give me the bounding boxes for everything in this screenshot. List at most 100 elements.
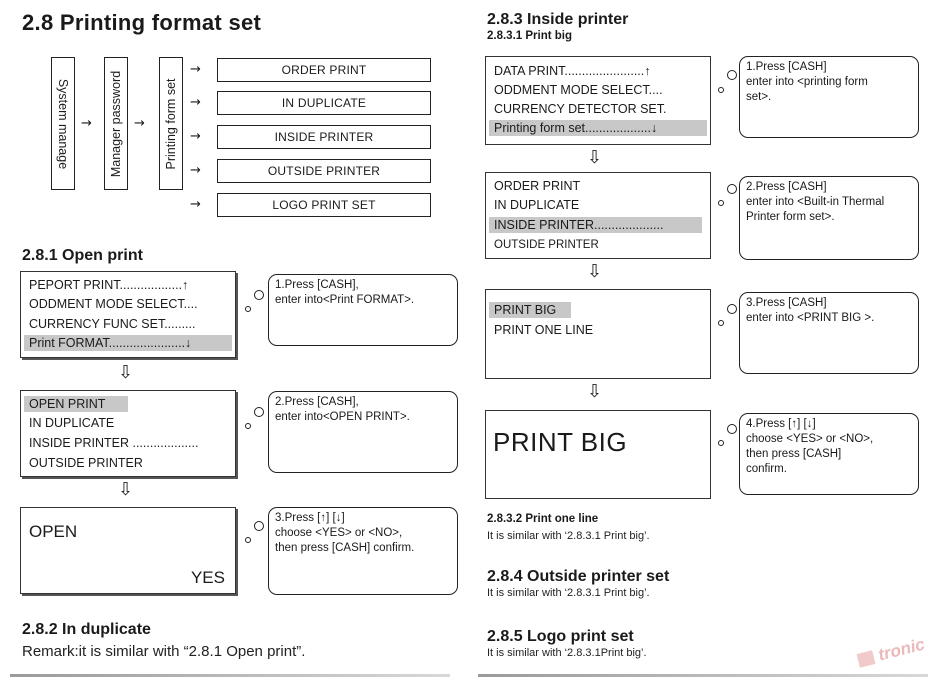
screen-line: IN DUPLICATE xyxy=(494,198,580,212)
lcd-screen-open-yes: OPEN YES xyxy=(20,507,236,594)
print-big-subheading: 2.8.3.1 Print big xyxy=(487,30,572,42)
screen-line: CURRENCY DETECTOR SET. xyxy=(494,102,667,116)
bubble-text: 2.Press [CASH] xyxy=(746,181,827,193)
bubble-text: choose <YES> or <NO>, xyxy=(746,433,874,445)
flow-arrow: → xyxy=(134,116,145,131)
bubble-text: enter into <PRINT BIG >. xyxy=(746,312,875,324)
bubble-tail-dot xyxy=(727,70,737,80)
inside-printer-heading: 2.8.3 Inside printer xyxy=(487,11,629,28)
screen-line-selected: Print FORMAT......................↓ xyxy=(24,335,232,351)
print-one-line-heading: 2.8.3.2 Print one line xyxy=(487,513,599,525)
screen-line: INSIDE PRINTER ................... xyxy=(29,436,199,450)
system-manage-label: System manage xyxy=(56,78,70,169)
screen-option-label: PRINT BIG xyxy=(493,427,628,457)
bubble-tail-dot xyxy=(254,407,264,417)
screen-line: OUTSIDE PRINTER xyxy=(494,239,599,251)
lcd-screen-open-print: OPEN PRINT IN DUPLICATE INSIDE PRINTER .… xyxy=(20,390,236,477)
screen-option-label: OPEN xyxy=(29,522,78,541)
footer-bar xyxy=(478,674,928,677)
bubble-text: Printer form set>. xyxy=(746,211,835,223)
logo-print-heading: 2.8.5 Logo print set xyxy=(487,628,634,645)
screen-line: DATA PRINT.......................↑ xyxy=(494,64,651,78)
bubble-text: 3.Press [CASH] xyxy=(746,297,827,309)
inside-printer-box: INSIDE PRINTER xyxy=(217,125,431,149)
instruction-bubble-3: 3.Press [CASH] enter into <PRINT BIG >. xyxy=(739,292,919,374)
flow-arrow: → xyxy=(190,129,201,144)
bubble-text: 4.Press [↑] [↓] xyxy=(746,418,816,430)
bubble-tail-dot xyxy=(254,521,264,531)
bubble-tail-dot xyxy=(245,423,251,429)
bubble-text: enter into<OPEN PRINT>. xyxy=(275,411,410,423)
print-one-line-text: It is similar with ‘2.8.3.1 Print big’. xyxy=(487,530,650,542)
in-duplicate-heading: 2.8.2 In duplicate xyxy=(22,621,151,638)
lcd-screen-report-menu: PEPORT PRINT..................↑ ODDMENT … xyxy=(20,271,236,358)
bubble-text: enter into <printing form xyxy=(746,76,868,88)
bubble-tail-dot xyxy=(727,304,737,314)
system-manage-box: System manage xyxy=(51,57,75,190)
lcd-screen-data-menu: DATA PRINT.......................↑ ODDME… xyxy=(485,56,711,145)
screen-line-selected: PRINT BIG xyxy=(489,302,571,318)
instruction-bubble-2: 2.Press [CASH] enter into <Built-in Ther… xyxy=(739,176,919,260)
down-arrow-icon: ⇩ xyxy=(118,362,134,383)
instruction-bubble-4: 4.Press [↑] [↓] choose <YES> or <NO>, th… xyxy=(739,413,919,495)
logo-print-text: It is similar with ‘2.8.3.1Print big’. xyxy=(487,647,647,659)
screen-line: OUTSIDE PRINTER xyxy=(29,456,143,470)
flow-arrow: → xyxy=(190,62,201,77)
bubble-text: enter into <Built-in Thermal xyxy=(746,196,885,208)
watermark-logo: tronic xyxy=(876,634,927,665)
bubble-text: 3.Press [↑] [↓] xyxy=(275,512,345,524)
bubble-tail-dot xyxy=(245,537,251,543)
manager-password-box: Manager password xyxy=(104,57,128,190)
down-arrow-icon: ⇩ xyxy=(587,381,603,402)
lcd-screen-printer-list: ORDER PRINT IN DUPLICATE INSIDE PRINTER.… xyxy=(485,172,711,259)
bubble-tail-dot xyxy=(718,87,724,93)
screen-line: IN DUPLICATE xyxy=(29,416,115,430)
logo-print-set-box: LOGO PRINT SET xyxy=(217,193,431,217)
down-arrow-icon: ⇩ xyxy=(587,147,603,168)
footer-bar xyxy=(10,674,450,677)
outside-printer-heading: 2.8.4 Outside printer set xyxy=(487,568,670,585)
bubble-text: confirm. xyxy=(746,463,787,475)
bubble-text: choose <YES> or <NO>, xyxy=(275,527,403,539)
bubble-text: set>. xyxy=(746,91,772,103)
watermark-icon xyxy=(856,650,876,668)
bubble-text: enter into<Print FORMAT>. xyxy=(275,294,415,306)
flow-arrow: → xyxy=(81,116,92,131)
in-duplicate-text: Remark:it is similar with “2.8.1 Open pr… xyxy=(22,643,306,660)
flow-arrow: → xyxy=(190,197,201,212)
bubble-tail-dot xyxy=(245,306,251,312)
order-print-box: ORDER PRINT xyxy=(217,58,431,82)
flow-arrow: → xyxy=(190,95,201,110)
screen-line: CURRENCY FUNC SET......... xyxy=(29,317,196,331)
screen-line-selected: Printing form set...................↓ xyxy=(489,120,707,136)
down-arrow-icon: ⇩ xyxy=(587,261,603,282)
lcd-screen-print-big: PRINT BIG xyxy=(485,410,711,499)
bubble-text: 1.Press [CASH] xyxy=(746,61,827,73)
bubble-tail-dot xyxy=(718,440,724,446)
bubble-tail-dot xyxy=(254,290,264,300)
bubble-text: then press [CASH] xyxy=(746,448,842,460)
instruction-bubble-1: 1.Press [CASH], enter into<Print FORMAT>… xyxy=(268,274,458,346)
screen-line: PRINT ONE LINE xyxy=(494,323,594,337)
bubble-text: 1.Press [CASH], xyxy=(275,279,359,291)
flow-arrow: → xyxy=(190,163,201,178)
screen-line: ODDMENT MODE SELECT.... xyxy=(29,297,198,311)
outside-printer-box: OUTSIDE PRINTER xyxy=(217,159,431,183)
down-arrow-icon: ⇩ xyxy=(118,479,134,500)
printing-form-set-box: Printing form set xyxy=(159,57,183,190)
bubble-text: 2.Press [CASH], xyxy=(275,396,359,408)
outside-printer-text: It is similar with ‘2.8.3.1 Print big’. xyxy=(487,587,650,599)
bubble-tail-dot xyxy=(718,320,724,326)
bubble-text: then press [CASH] confirm. xyxy=(275,542,415,554)
in-duplicate-box: IN DUPLICATE xyxy=(217,91,431,115)
screen-line: PEPORT PRINT..................↑ xyxy=(29,278,189,292)
instruction-bubble-1: 1.Press [CASH] enter into <printing form… xyxy=(739,56,919,138)
printing-form-set-label: Printing form set xyxy=(164,77,178,170)
bubble-tail-dot xyxy=(727,424,737,434)
screen-line: ODDMENT MODE SELECT.... xyxy=(494,83,663,97)
bubble-tail-dot xyxy=(727,184,737,194)
screen-line: ORDER PRINT xyxy=(494,179,581,193)
open-print-heading: 2.8.1 Open print xyxy=(22,247,143,264)
manager-password-label: Manager password xyxy=(109,70,123,177)
section-title: 2.8 Printing format set xyxy=(22,10,262,35)
